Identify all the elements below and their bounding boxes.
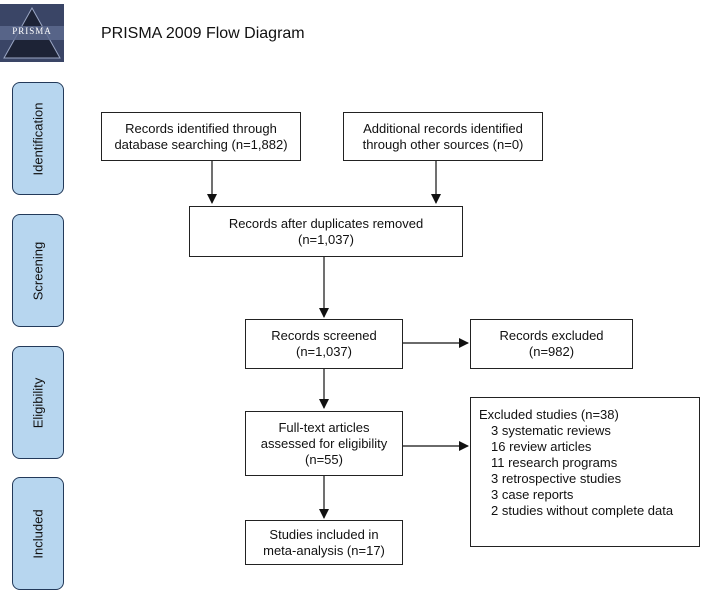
box-after-duplicates: Records after duplicates removed (n=1,03… [189,206,463,257]
box-excluded-studies: Excluded studies (n=38) 3 systematic rev… [470,397,700,547]
page-title: PRISMA 2009 Flow Diagram [101,25,305,42]
excluded-studies-heading: Excluded studies (n=38) [479,407,619,422]
box-excluded: Records excluded (n=982) [470,319,633,369]
box-excluded-line-2: (n=982) [528,344,575,359]
box-records-database-line-2: database searching (n=1,882) [114,136,288,152]
excluded-studies-item: 2 studies without complete data [491,503,674,518]
box-screened-line-1: Records screened [271,328,377,343]
logo-text: PRISMA [12,26,52,36]
phase-eligibility: Eligibility [12,346,64,459]
box-full-text-line-1: Full-text articles [278,419,370,435]
box-full-text: Full-text articles assessed for eligibil… [245,411,403,476]
excluded-studies-item: 11 research programs [491,455,618,470]
phase-identification: Identification [12,82,64,195]
box-after-duplicates-line-1: Records after duplicates removed [228,215,424,231]
box-excluded-line-1: Records excluded [499,328,604,343]
box-included: Studies included in meta-analysis (n=17) [245,520,403,565]
excluded-studies-item: 3 retrospective studies [491,471,622,486]
phase-screening: Screening [12,214,64,327]
box-records-other-line-1: Additional records identified [363,120,523,136]
excluded-studies-item: 3 case reports [491,487,574,502]
box-screened: Records screened (n=1,037) [245,319,403,369]
box-included-line-2: meta-analysis (n=17) [263,542,385,558]
box-full-text-line-2: assessed for eligibility [260,435,388,451]
box-records-database-line-1: Records identified through [125,120,277,136]
box-records-database: Records identified through database sear… [101,112,301,161]
excluded-studies-item: 3 systematic reviews [491,423,611,438]
phase-included: Included [12,477,64,590]
excluded-studies-item: 16 review articles [491,439,592,454]
box-screened-line-2: (n=1,037) [295,344,352,359]
box-after-duplicates-line-2: (n=1,037) [297,231,354,247]
box-records-other-line-2: through other sources (n=0) [362,136,524,152]
box-full-text-line-3: (n=55) [305,451,343,467]
prisma-logo: PRISMA [0,4,64,62]
box-records-other: Additional records identified through ot… [343,112,543,161]
box-included-line-1: Studies included in [269,526,379,542]
